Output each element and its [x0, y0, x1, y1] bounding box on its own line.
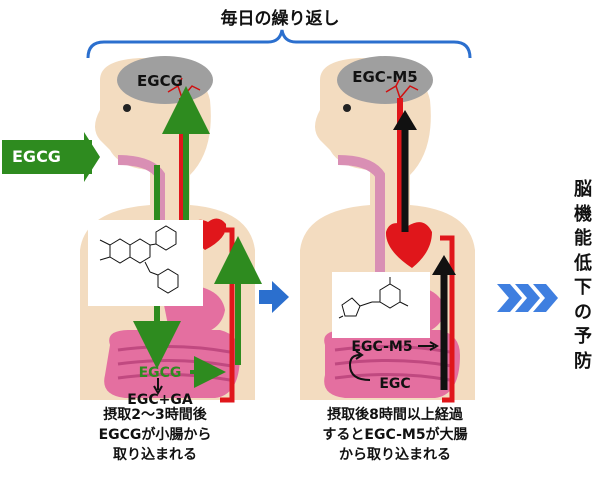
right-eye	[343, 104, 351, 112]
result-chevrons	[497, 284, 558, 312]
result-char: 予	[574, 326, 592, 347]
result-char: 防	[574, 350, 592, 372]
right-caption: 摂取後8時間以上経過するとEGC-M5が大腸から取り込まれる	[290, 405, 500, 465]
left-caption-line-3: 取り込まれる	[113, 447, 197, 463]
left-caption-line-1: 摂取2～3時間後	[103, 407, 207, 423]
result-char: 低	[574, 252, 592, 274]
result-char: 機	[574, 203, 592, 225]
left-caption-text: 摂取2～3時間後 EGCGが小腸から取り込まれる	[60, 405, 250, 465]
egcg-input-label: EGCG	[2, 140, 92, 174]
left-caption-line-2: EGCGが小腸から	[98, 427, 212, 443]
left-gut-label-top: EGCG	[139, 365, 182, 381]
right-brain-label: EGC-M5	[352, 68, 418, 86]
result-char: の	[574, 301, 592, 323]
right-gut-label-top: EGC-M5	[351, 339, 412, 355]
right-caption-line-1: 摂取後8時間以上経過	[327, 407, 463, 423]
left-gut-label-bottom: EGC+GA	[127, 392, 193, 408]
right-caption-text: 摂取後8時間以上経過するとEGC-M5が大腸から取り込まれる	[290, 405, 500, 465]
result-text: 脳機能低下の予防	[568, 178, 598, 374]
right-caption-line-3: から取り込まれる	[339, 447, 451, 463]
page-title: 毎日の繰り返し	[220, 9, 340, 29]
left-caption: 摂取2～3時間後 EGCGが小腸から取り込まれる	[60, 405, 250, 465]
right-brain	[337, 56, 433, 104]
left-brain-label: EGCG	[137, 72, 183, 90]
egcg-structure	[99, 225, 179, 294]
top-brace	[86, 29, 472, 59]
result-char: 下	[574, 277, 592, 298]
left-eye	[123, 104, 131, 112]
right-gut-label-bottom: EGC	[379, 376, 410, 392]
result-char: 脳	[574, 179, 592, 200]
egc-m5-molecule-box	[332, 272, 430, 338]
result-char: 能	[574, 228, 592, 249]
middle-arrow	[259, 281, 289, 313]
right-caption-line-2: するとEGC-M5が大腸	[322, 427, 468, 443]
egc-m5-structure	[338, 277, 409, 319]
